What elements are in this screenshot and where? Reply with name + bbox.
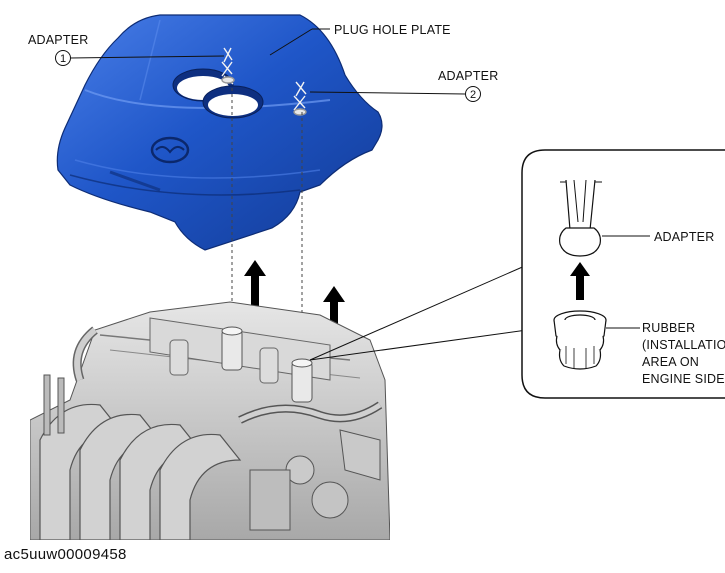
brand-emblem bbox=[150, 136, 190, 164]
plug-hole-plate-cover bbox=[56, 14, 383, 251]
engine-illustration bbox=[30, 301, 390, 540]
callout-number-1: 1 bbox=[60, 53, 66, 65]
adapter-1-icon bbox=[221, 47, 235, 85]
detail-adapter-icon bbox=[559, 179, 602, 257]
adapter-right-label: ADAPTER bbox=[438, 69, 498, 83]
rubber-grommet-icon bbox=[553, 310, 607, 370]
removal-arrow-2 bbox=[323, 286, 345, 336]
adapter-2-icon bbox=[293, 81, 307, 116]
callout-adapter-left: ADAPTER 1 bbox=[28, 33, 225, 66]
adapter-left-label: ADAPTER bbox=[28, 33, 88, 47]
removal-arrow-1 bbox=[244, 260, 266, 310]
rubber-label-line-2: (INSTALLATION bbox=[642, 338, 725, 352]
detail-arrow-icon bbox=[570, 262, 590, 300]
callout-number-2: 2 bbox=[470, 89, 476, 101]
rubber-label-line-4: ENGINE SIDE) bbox=[642, 372, 725, 386]
callout-plug-hole-plate: PLUG HOLE PLATE bbox=[269, 23, 451, 56]
detail-callout: ADAPTER RUBBER (INSTALLATION AREA ON ENG… bbox=[309, 149, 725, 399]
figure-id-caption: ac5uuw00009458 bbox=[4, 546, 127, 563]
rubber-label-line-3: AREA ON bbox=[642, 355, 699, 369]
plug-hole-plate-label: PLUG HOLE PLATE bbox=[334, 23, 451, 37]
callout-adapter-right: ADAPTER 2 bbox=[309, 69, 498, 102]
rubber-label-line-1: RUBBER bbox=[642, 321, 695, 335]
detail-adapter-label: ADAPTER bbox=[654, 230, 714, 244]
